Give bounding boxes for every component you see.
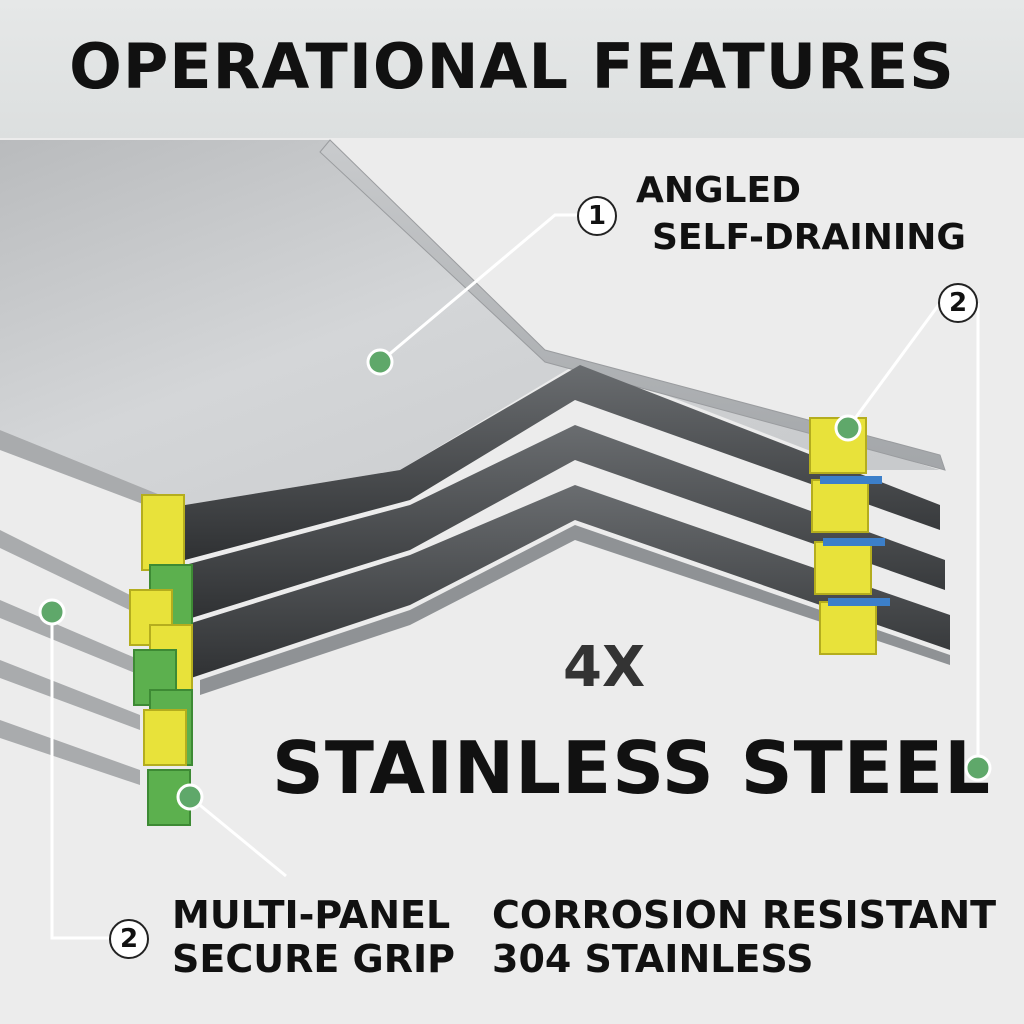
right-clip-accent-1 <box>820 476 882 484</box>
number-badge-icon: 1 <box>577 196 617 236</box>
profile-3 <box>185 485 950 680</box>
panel-top-lip <box>319 139 946 471</box>
feature-1-line-1: ANGLED <box>636 170 801 211</box>
left-clip-1 <box>141 494 185 571</box>
title-banner <box>0 0 1024 138</box>
right-clip-accent-2 <box>823 538 885 546</box>
number-badge-icon: 2 <box>109 919 149 959</box>
panel-edge-5 <box>0 720 140 785</box>
quantity-label: 4X <box>563 635 646 700</box>
right-clip-4 <box>819 601 877 655</box>
marker-dot-icon <box>964 754 992 782</box>
right-clip-2 <box>811 479 869 533</box>
leader-line-5 <box>189 795 287 878</box>
leader-line-4 <box>50 612 109 940</box>
feature-3-line-2: 304 STAINLESS <box>492 937 814 981</box>
panel-top-surface <box>0 140 940 505</box>
marker-dot-icon <box>834 414 862 442</box>
feature-2-line-2: SECURE GRIP <box>172 937 455 981</box>
right-clip-accent-3 <box>828 598 890 606</box>
material-headline: STAINLESS STEEL <box>272 726 991 810</box>
leader-line-2 <box>846 302 942 429</box>
feature-1-line-2: SELF-DRAINING <box>652 217 966 258</box>
panel-edge-1 <box>0 430 185 520</box>
left-clip-7 <box>143 709 187 766</box>
marker-dot-icon <box>38 598 66 626</box>
feature-2-line-1: MULTI-PANEL <box>172 893 451 937</box>
leader-line-1 <box>379 213 577 364</box>
right-clip-3 <box>814 541 872 595</box>
profile-bottom <box>200 525 950 695</box>
panel-edge-4 <box>0 660 140 730</box>
page-title: OPERATIONAL FEATURES <box>69 30 955 103</box>
marker-dot-icon <box>366 348 394 376</box>
number-badge-icon: 2 <box>938 283 978 323</box>
marker-dot-icon <box>176 783 204 811</box>
feature-3-line-1: CORROSION RESISTANT <box>492 893 997 937</box>
panel-edge-2 <box>0 530 140 615</box>
profile-1 <box>185 365 940 560</box>
panel-edge-3 <box>0 600 140 675</box>
profile-2 <box>185 425 945 620</box>
